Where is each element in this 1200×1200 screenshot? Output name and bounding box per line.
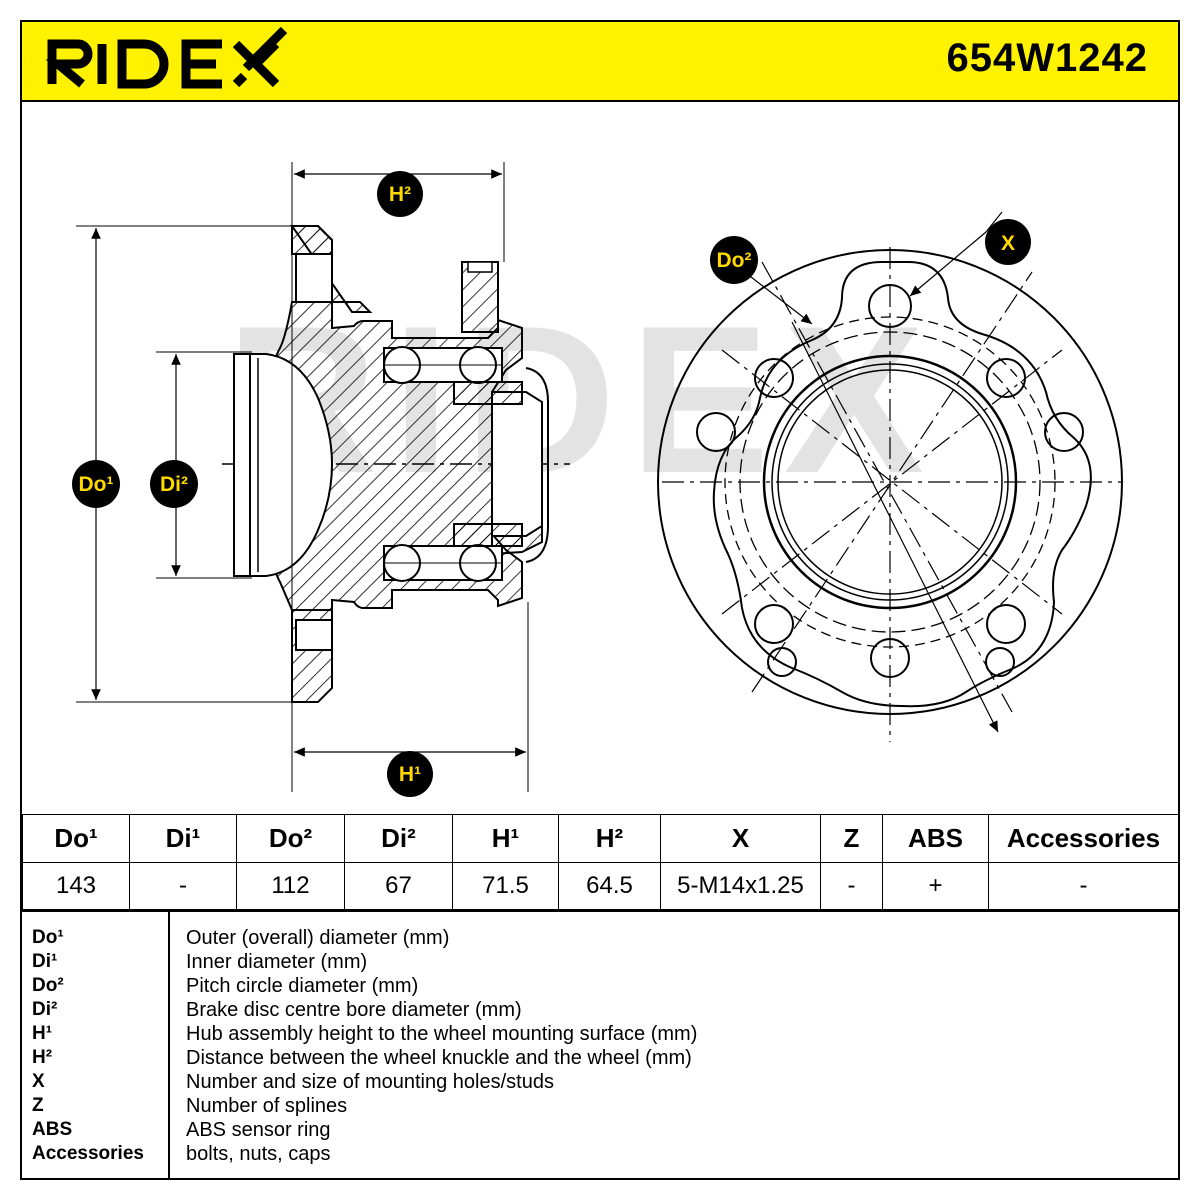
badge-h1: H¹ bbox=[387, 751, 433, 797]
legend-key: Do² bbox=[32, 975, 64, 996]
spec-value-cell: 143 bbox=[22, 862, 130, 910]
svg-text:H²: H² bbox=[389, 183, 411, 206]
legend-text: Distance between the wheel knuckle and t… bbox=[186, 1047, 692, 1069]
legend-key: Accessories bbox=[32, 1143, 144, 1164]
spec-value-cell: 112 bbox=[236, 862, 345, 910]
legend-row: Accessories bolts, nuts, caps bbox=[22, 1142, 1178, 1166]
badge-do1: Do¹ bbox=[72, 460, 120, 508]
legend-key: Di¹ bbox=[32, 951, 58, 972]
legend-row: Do¹ Outer (overall) diameter (mm) bbox=[22, 926, 1178, 950]
legend-text: ABS sensor ring bbox=[186, 1119, 331, 1141]
legend-text: Pitch circle diameter (mm) bbox=[186, 975, 419, 997]
spec-table: Do¹ Di¹ Do² Di² H¹ H² X Z ABS Accessorie… bbox=[22, 814, 1179, 910]
legend-key: Di² bbox=[32, 999, 58, 1020]
brand-logo bbox=[45, 26, 288, 89]
spec-value-cell: + bbox=[882, 862, 989, 910]
spec-value-cell: 71.5 bbox=[452, 862, 559, 910]
svg-text:Do¹: Do¹ bbox=[79, 473, 114, 496]
badge-do2: Do² bbox=[710, 236, 758, 284]
legend-text: Outer (overall) diameter (mm) bbox=[186, 927, 450, 949]
legend: Do¹ Outer (overall) diameter (mm) Di¹ In… bbox=[22, 910, 1178, 1180]
legend-text: bolts, nuts, caps bbox=[186, 1143, 331, 1165]
legend-key: Z bbox=[32, 1095, 44, 1116]
technical-drawing: RIDEX bbox=[72, 162, 1123, 797]
legend-row: H¹ Hub assembly height to the wheel moun… bbox=[22, 1022, 1178, 1046]
spec-value-cell: - bbox=[820, 862, 883, 910]
spec-header-cell: X bbox=[660, 814, 821, 863]
spec-header-cell: Do² bbox=[236, 814, 345, 863]
svg-text:X: X bbox=[1001, 232, 1015, 255]
legend-row: Z Number of splines bbox=[22, 1094, 1178, 1118]
spec-value-cell: 5-M14x1.25 bbox=[660, 862, 821, 910]
header-bar: 654W1242 bbox=[22, 22, 1178, 102]
hub-front-view bbox=[657, 211, 1123, 742]
spec-header-cell: Di² bbox=[344, 814, 453, 863]
spec-header-cell: Di¹ bbox=[129, 814, 237, 863]
svg-text:Di²: Di² bbox=[160, 473, 188, 496]
legend-text: Number and size of mounting holes/studs bbox=[186, 1071, 554, 1093]
badge-di2: Di² bbox=[150, 460, 198, 508]
spec-header-cell: Accessories bbox=[988, 814, 1179, 863]
spec-value-row: 143 - 112 67 71.5 64.5 5-M14x1.25 - + - bbox=[22, 862, 1179, 910]
legend-row: H² Distance between the wheel knuckle an… bbox=[22, 1046, 1178, 1070]
spec-header-cell: H² bbox=[558, 814, 661, 863]
legend-text: Number of splines bbox=[186, 1095, 348, 1117]
spec-value-cell: 67 bbox=[344, 862, 453, 910]
spec-value-cell: - bbox=[988, 862, 1179, 910]
spec-header-cell: ABS bbox=[882, 814, 989, 863]
legend-row: Di¹ Inner diameter (mm) bbox=[22, 950, 1178, 974]
legend-key: Do¹ bbox=[32, 927, 64, 948]
spec-header-cell: Z bbox=[820, 814, 883, 863]
spec-header-row: Do¹ Di¹ Do² Di² H¹ H² X Z ABS Accessorie… bbox=[22, 814, 1179, 863]
legend-divider bbox=[168, 912, 170, 1180]
legend-text: Inner diameter (mm) bbox=[186, 951, 368, 973]
legend-row: X Number and size of mounting holes/stud… bbox=[22, 1070, 1178, 1094]
legend-key: ABS bbox=[32, 1119, 73, 1140]
badge-h2: H² bbox=[377, 171, 423, 217]
part-number: 654W1242 bbox=[946, 36, 1148, 80]
legend-text: Hub assembly height to the wheel mountin… bbox=[186, 1023, 698, 1045]
svg-text:H¹: H¹ bbox=[399, 763, 421, 786]
legend-key: H² bbox=[32, 1047, 53, 1068]
legend-row: Di² Brake disc centre bore diameter (mm) bbox=[22, 998, 1178, 1022]
spec-value-cell: - bbox=[129, 862, 237, 910]
product-sheet: 654W1242 RIDEX bbox=[20, 20, 1180, 1180]
badge-x: X bbox=[985, 219, 1031, 265]
legend-row: ABS ABS sensor ring bbox=[22, 1118, 1178, 1142]
svg-text:Do²: Do² bbox=[717, 249, 752, 272]
hub-section-view bbox=[76, 162, 570, 792]
legend-key: H¹ bbox=[32, 1023, 53, 1044]
spec-header-cell: Do¹ bbox=[22, 814, 130, 863]
spec-value-cell: 64.5 bbox=[558, 862, 661, 910]
spec-header-cell: H¹ bbox=[452, 814, 559, 863]
legend-key: X bbox=[32, 1071, 45, 1092]
legend-text: Brake disc centre bore diameter (mm) bbox=[186, 999, 522, 1021]
legend-row: Do² Pitch circle diameter (mm) bbox=[22, 974, 1178, 998]
